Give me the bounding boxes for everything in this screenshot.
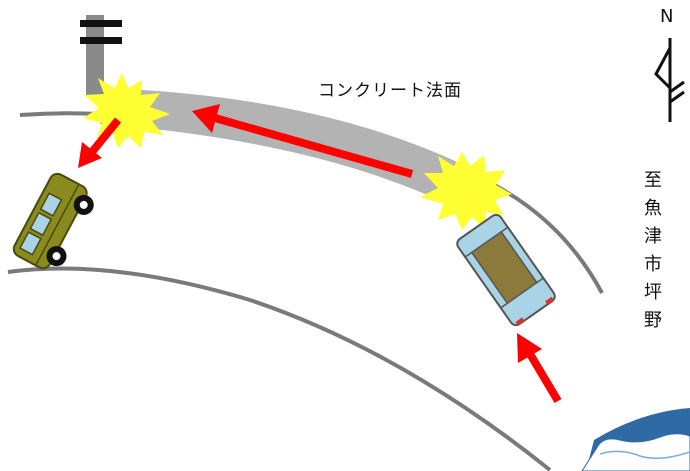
car-icon (12, 172, 94, 270)
north-label: N (660, 6, 674, 27)
concrete-slope-label: コンクリート法面 (318, 81, 462, 101)
concrete-slope-wall (100, 88, 470, 204)
destination-label: 至魚津市坪野 (641, 170, 662, 338)
road-edge-upper-left (19, 111, 101, 117)
impact-star-icon (83, 73, 170, 148)
trajectory-arrow (192, 104, 414, 178)
trajectory-arrow (517, 333, 562, 404)
north-arrow-icon (654, 38, 685, 122)
impact-star-icon (420, 152, 512, 230)
car-icon (456, 213, 556, 327)
inset-map (581, 408, 690, 471)
trajectory-arrow (78, 117, 122, 168)
utility-pole-icon (80, 15, 122, 95)
road-edge-lower (7, 266, 552, 471)
